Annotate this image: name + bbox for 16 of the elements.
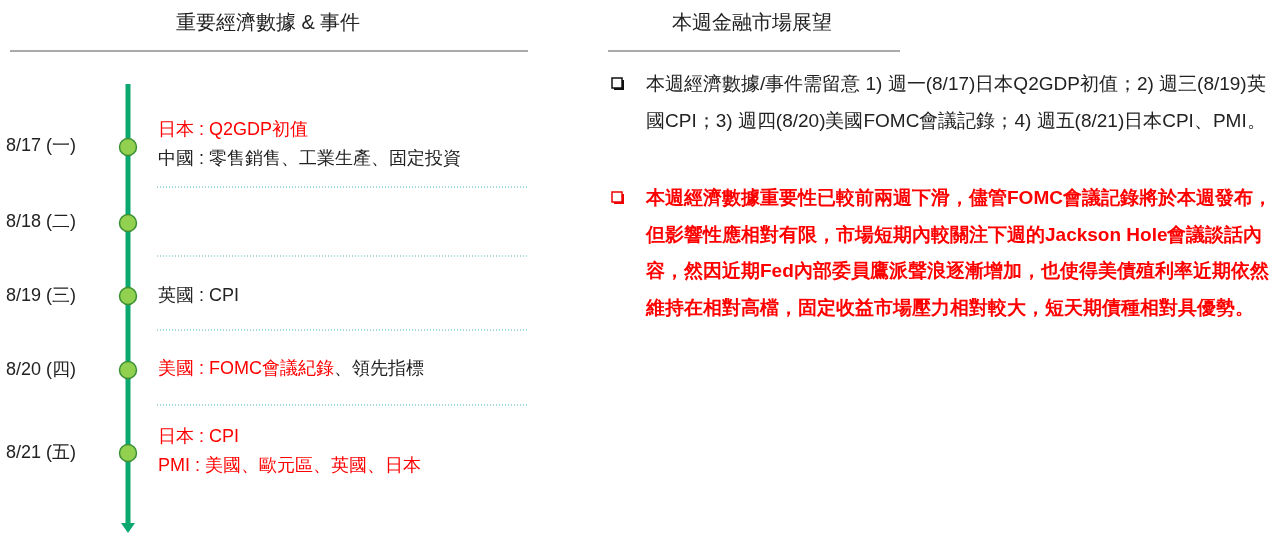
heading-text: 本週金融市場展望 (672, 10, 832, 34)
date-label: 8/18 (二) (6, 211, 77, 233)
event-text: 日本 : Q2GDP初值 (158, 119, 309, 141)
event-text: 中國 : 零售銷售、工業生產、固定投資 (158, 148, 461, 170)
bullet-paragraph: 本週經濟數據重要性已較前兩週下滑，儘管FOMC會議記錄將於本週發布，但影響性應相對有限，市場短期內較關注下週的Jackson Hole會議談話內容，然因近期Fed內部委員鷹派聲浪逐漸增加，也使得美債殖利率近期依然維持在相對高檔，固定收益市場壓力相對較大，短天期債種相對具優勢。 (646, 186, 1273, 320)
date-label: 8/19 (三) (6, 285, 77, 307)
heading-text: 重要經濟數據 & 事件 (176, 10, 361, 34)
bullet-paragraph: 本週經濟數據/事件需留意 1) 週一(8/17)日本Q2GDP初值；2) 週三(8/19)英國CPI；3) 週四(8/20)美國FOMC會議記錄；4) 週五(8/21)日本CPI、PMI。 (646, 72, 1267, 133)
date-label: 8/17 (一) (6, 135, 77, 157)
event-text: 、領先指標 (334, 358, 424, 378)
date-label: 8/20 (四) (6, 359, 77, 381)
event-text: 美國 : FOMC會議紀錄 (158, 358, 334, 378)
date-label: 8/21 (五) (6, 442, 77, 464)
event-text: 英國 : CPI (158, 285, 239, 307)
event-text: PMI : 美國、歐元區、英國、日本 (158, 455, 421, 477)
event-text: 日本 : CPI (158, 426, 239, 448)
